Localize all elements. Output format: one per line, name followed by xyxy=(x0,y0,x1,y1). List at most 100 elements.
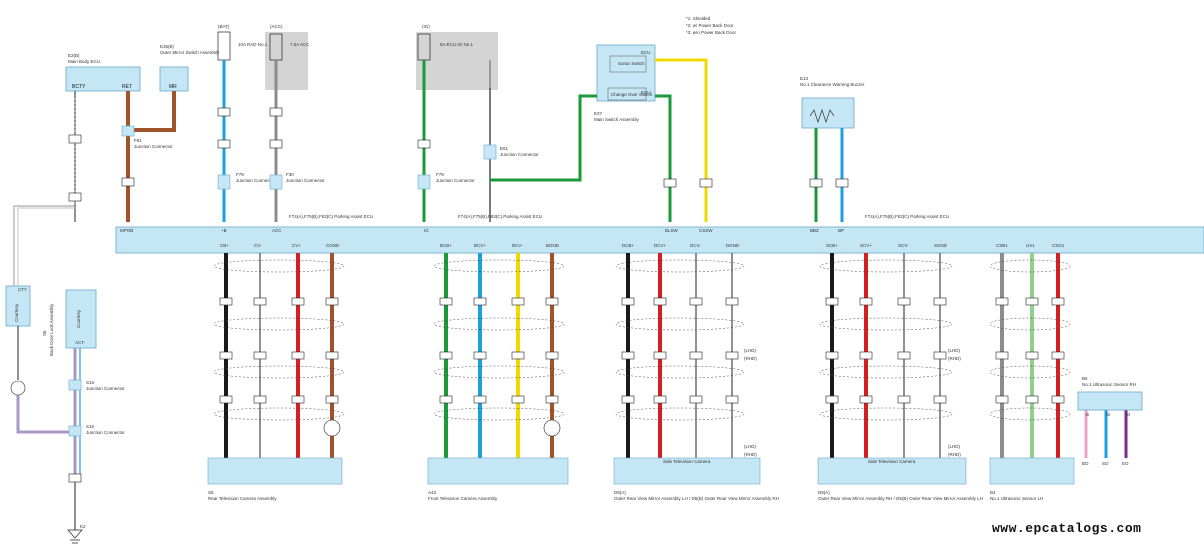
group-0-device xyxy=(207,457,343,485)
group-3-shield-3 xyxy=(819,407,953,421)
lhd-rhd-0: (LHD) xyxy=(744,348,757,353)
pin-acc: ACC xyxy=(272,228,282,233)
group-0-conn-0-0 xyxy=(219,297,233,306)
f30-junction xyxy=(269,174,283,190)
group-3-conn-3-2 xyxy=(933,395,947,404)
group-2-pin-1: DCV+ xyxy=(654,243,667,248)
shield-wire-2 xyxy=(17,207,75,286)
group-1-conn-3-2 xyxy=(545,395,559,404)
fe1-bbz xyxy=(809,178,823,188)
group-0-shield-3 xyxy=(213,407,345,421)
group-0-pin-0: CB+ xyxy=(220,243,229,248)
group-3-device xyxy=(817,457,967,485)
sensor-rh-bottom-0: BO xyxy=(1082,461,1089,466)
fe3-connector-2 xyxy=(68,134,82,144)
group-3-pin-1: SCV+ xyxy=(860,243,872,248)
group-4-conn-0-1 xyxy=(995,351,1009,360)
bat-net: (BAT) xyxy=(218,24,230,29)
group-0-conn-3-2 xyxy=(325,395,339,404)
group-2-conn-1-2 xyxy=(653,395,667,404)
ig-net: (IG) xyxy=(422,24,430,29)
ecu-heading-1: F74(A),F75(B),F83(C) Parking Assist ECU xyxy=(289,214,373,219)
group-0-conn-1-0 xyxy=(253,297,267,306)
pin-bbz: BBZ xyxy=(810,228,819,233)
group-3-conn-2-2 xyxy=(897,395,911,404)
group-3-pin-0: SCB+ xyxy=(826,243,838,248)
sensor-rh-bottom-1: SO xyxy=(1102,461,1109,466)
la-wire xyxy=(16,395,75,434)
group-4-shield-0 xyxy=(989,259,1071,273)
s16-id: S16 xyxy=(86,424,95,429)
group-4-conn-2-0 xyxy=(1051,297,1065,306)
sonar-switch-label: Sonar Switch xyxy=(618,61,645,66)
group-2-device xyxy=(613,457,761,485)
group-3-conn-1-0 xyxy=(859,297,873,306)
buzzer-id: E13 xyxy=(800,76,809,81)
ret-pin: RET xyxy=(122,84,132,90)
group-2-conn-3-1 xyxy=(725,351,739,360)
group-2-pin-0: DCB+ xyxy=(622,243,635,248)
group-2-conn-0-1 xyxy=(621,351,635,360)
courtesy-2: Courtesy xyxy=(76,309,81,328)
sensor-rh-id: B5 xyxy=(1082,376,1088,381)
group-2-conn-3-2 xyxy=(725,395,739,404)
group-2-center-label: Side Television Camera xyxy=(663,459,711,464)
devices: CB+CB+CV-CV-CV+CV+CGNDCGNDS5Rear Televis… xyxy=(10,107,1129,544)
f79b-id: F79 xyxy=(436,172,444,177)
group-4-shield-1 xyxy=(989,317,1071,331)
group-2-conn-1-1 xyxy=(653,351,667,360)
ea1-connector xyxy=(269,107,283,117)
sensor-rh-pin-si: SI xyxy=(1106,412,1110,417)
e61-to-changeover-wire xyxy=(490,94,597,182)
lhd-rhd-6: (LHD) xyxy=(948,444,961,449)
f30-id: F30 xyxy=(286,172,294,177)
group-3-device-id: D8(A) xyxy=(818,490,830,495)
group-0-device-id: S5 xyxy=(208,490,214,495)
s15-id: S15 xyxy=(86,380,95,385)
acc-net: (ACC) xyxy=(270,24,283,29)
s16-junction xyxy=(68,425,82,437)
group-1-conn-3-1 xyxy=(545,351,559,360)
main-body-ecu-name: Main Body ECU xyxy=(68,59,100,64)
group-3-conn-1-1 xyxy=(859,351,873,360)
group-0-conn-0-1 xyxy=(219,351,233,360)
main-body-ecu: E2(B) Main Body ECU BCTY RET xyxy=(65,53,141,92)
group-2-shield-1 xyxy=(615,317,745,331)
f79-junction xyxy=(217,174,231,190)
group-2-conn-2-0 xyxy=(689,297,703,306)
outer-mirror-switch-id: E35(B) xyxy=(160,44,175,49)
group-0-conn-3-0 xyxy=(325,297,339,306)
mpob-label: MPOB xyxy=(120,228,133,233)
group-3-shield-1 xyxy=(819,317,953,331)
group-1-conn-3-0 xyxy=(545,297,559,306)
group-2-conn-1-0 xyxy=(653,297,667,306)
pin-ig: IG xyxy=(424,228,429,233)
e61-name: Junction Connector xyxy=(500,152,539,157)
act-pin: ACT- xyxy=(75,340,86,345)
group-0-pin-3: CGND xyxy=(326,243,340,248)
group-1-device xyxy=(427,457,569,485)
e61-id: E61 xyxy=(500,146,509,151)
lhd-rhd-2: (LHD) xyxy=(948,348,961,353)
note-2: *2: w/ Power Back Door xyxy=(686,23,734,28)
fe5-connector xyxy=(217,139,231,149)
group-1-pin-0: BCB+ xyxy=(440,243,452,248)
mr-pin: MR xyxy=(169,84,177,90)
junction-labels: F61 Junction Connector F79 Junction Conn… xyxy=(134,138,539,183)
group-1-conn-1-1 xyxy=(473,351,487,360)
fe1-cssw xyxy=(699,178,713,188)
f30-name: Junction Connector xyxy=(286,178,325,183)
group-4-device-id: B4 xyxy=(990,490,996,495)
f79b-junction xyxy=(417,174,431,190)
main-switch-assembly: Sonar Switch Change Over Switch ECU ECU … xyxy=(594,44,656,122)
group-1-conn-0-2 xyxy=(439,395,453,404)
group-4-device-name: No.1 Ultrasonic Sensor LH xyxy=(990,496,1043,501)
group-4-conn-1-2 xyxy=(1025,395,1039,404)
mr-wire xyxy=(128,91,176,132)
group-4-conn-0-0 xyxy=(995,297,1009,306)
group-0-ground-terminal xyxy=(323,419,341,437)
fe3-blsw xyxy=(663,178,677,188)
group-3-pin-3: SGND xyxy=(934,243,948,248)
group-3-conn-3-1 xyxy=(933,351,947,360)
